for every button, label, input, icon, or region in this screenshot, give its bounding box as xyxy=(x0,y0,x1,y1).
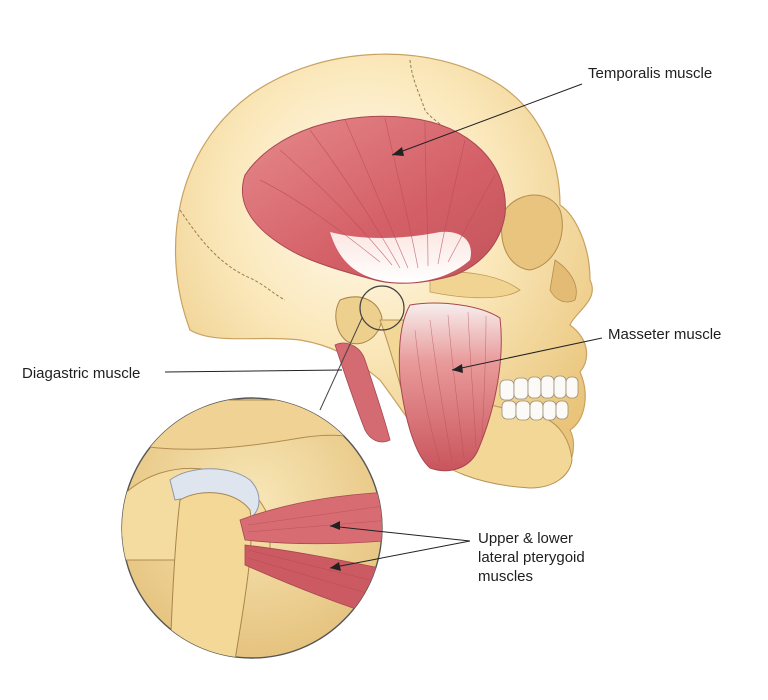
pterygoid-label-line-2: lateral pterygoid xyxy=(478,549,585,566)
masseter-label: Masseter muscle xyxy=(608,326,722,343)
temporalis-label: Temporalis muscle xyxy=(588,65,713,82)
pterygoid-lower-leader xyxy=(329,540,471,569)
digastric-leader xyxy=(164,369,343,373)
leader-lines xyxy=(164,83,603,569)
pterygoid-label-line-3: muscles xyxy=(478,568,534,585)
pterygoid-lower-arrowhead xyxy=(330,562,341,571)
pterygoid-upper-arrowhead xyxy=(330,521,340,530)
masseter-arrowhead xyxy=(452,364,463,373)
leader-arrowheads xyxy=(330,147,463,571)
pterygoid-upper-leader xyxy=(329,525,471,542)
tmj-highlight-circle xyxy=(359,285,405,331)
masseter-leader xyxy=(451,337,603,371)
teeth xyxy=(499,375,579,421)
temporalis-muscle xyxy=(241,115,506,284)
temporalis-leader xyxy=(391,83,583,156)
digastric-muscle xyxy=(334,342,391,443)
pterygoid-label-line-1: Upper & lower xyxy=(478,530,574,547)
temporalis-arrowhead xyxy=(392,147,404,156)
digastric-label: Diagastric muscle xyxy=(22,365,141,382)
tmj-connector-line xyxy=(319,317,363,411)
masseter-muscle xyxy=(398,302,502,472)
pterygoid-label: Upper & lower lateral pterygoid muscles xyxy=(478,529,585,586)
